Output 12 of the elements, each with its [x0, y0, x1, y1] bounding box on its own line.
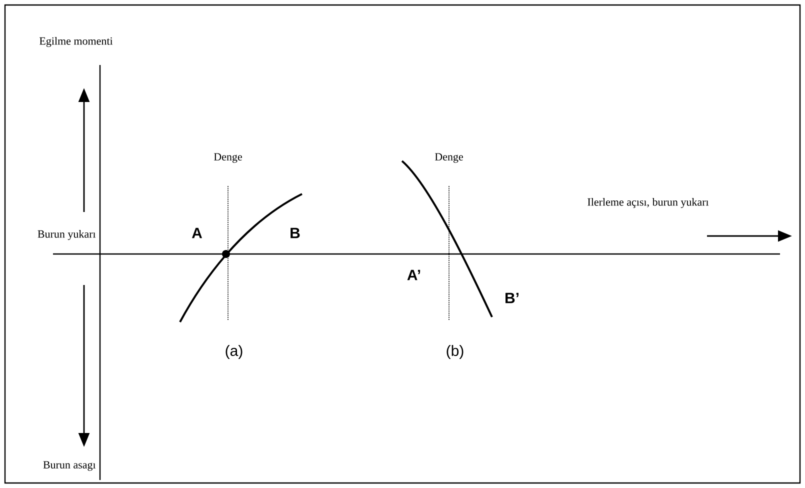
- axis-label: Ilerleme açısı, burun yukarı: [588, 198, 709, 208]
- panel-label: (b): [446, 345, 464, 359]
- point-label: B: [290, 228, 300, 238]
- axis-label: Burun yukarı: [38, 230, 96, 240]
- point-label: A’: [407, 270, 420, 280]
- line-label: Denge: [434, 153, 463, 163]
- line-label: Denge: [214, 153, 242, 163]
- point-label: B’: [506, 292, 518, 304]
- axis-label: Egilme momenti: [40, 37, 113, 47]
- panel-label: (a): [226, 345, 242, 359]
- axis-label: Burun asagı: [43, 461, 96, 471]
- point-label: A: [192, 228, 202, 238]
